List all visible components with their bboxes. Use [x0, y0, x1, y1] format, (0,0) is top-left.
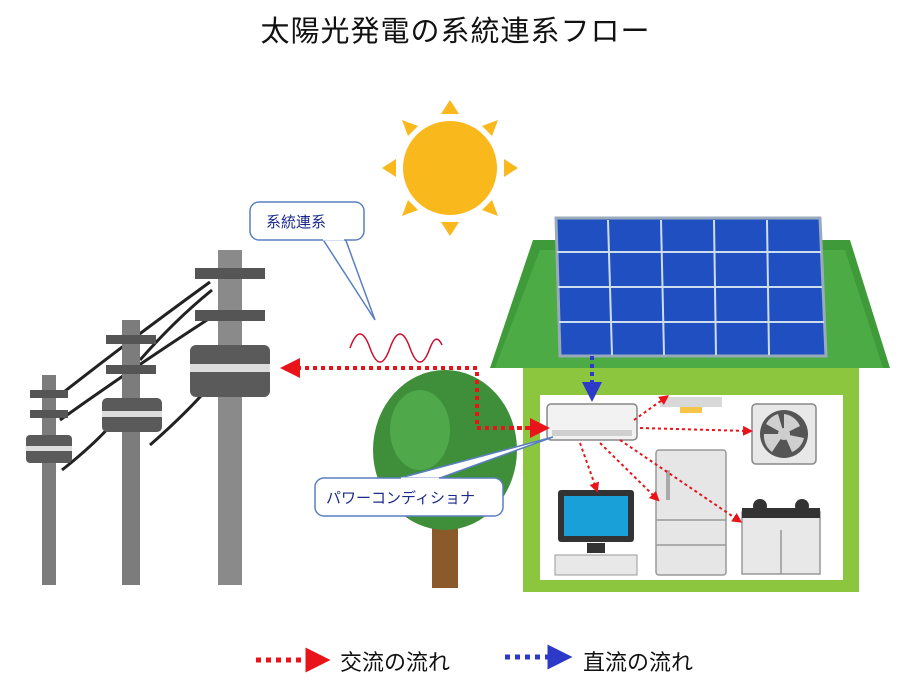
page-title: 太陽光発電の系統連系フロー [260, 14, 651, 48]
legend-ac-label: 交流の流れ [340, 651, 451, 676]
stove-icon [741, 499, 821, 575]
grid-callout [249, 201, 376, 321]
solar-panel-icon [554, 216, 828, 358]
ac-flow-to-tv [579, 442, 600, 493]
utility-poles [26, 250, 270, 585]
refrigerator-icon [655, 449, 727, 576]
tv-icon [554, 490, 638, 576]
ventilation-fan-icon [751, 403, 817, 465]
inverter-callout [314, 436, 554, 517]
inverter-icon [546, 403, 638, 441]
pole-medium [102, 320, 162, 585]
ac-wave-icon [349, 333, 443, 363]
pole-small [26, 375, 72, 585]
grid-callout-label: 系統連系 [266, 213, 327, 231]
ceiling-light-icon [660, 397, 722, 413]
sun-icon [382, 100, 518, 236]
pole-large [190, 250, 270, 585]
house-icon [490, 216, 890, 592]
ac-flow-to-fridge [599, 442, 660, 502]
legend-dc-label: 直流の流れ [583, 651, 694, 676]
ac-flow-arrows [280, 358, 753, 523]
ac-flow-to-light [633, 395, 670, 421]
ac-flow-to-fan [639, 425, 753, 436]
inverter-callout-label: パワーコンディショナ [326, 489, 475, 507]
